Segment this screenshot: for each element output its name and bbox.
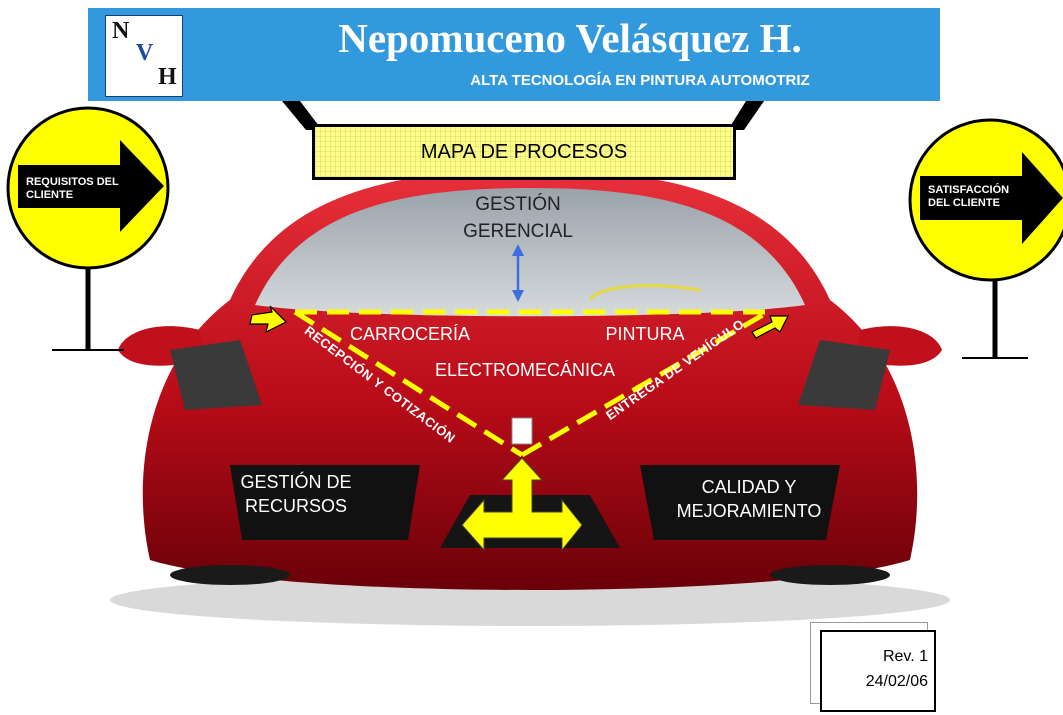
banner-stand-right xyxy=(728,101,764,130)
resource-distribution-arrow xyxy=(461,457,583,552)
intake-right xyxy=(640,465,840,540)
wheel-right xyxy=(770,565,890,585)
flow-right-line xyxy=(520,309,770,458)
output-sign-label: SATISFACCIÓN DEL CLIENTE xyxy=(928,184,1010,209)
process-electromecanica: ELECTROMECÁNICA xyxy=(434,360,616,380)
banner-stand-left xyxy=(282,101,322,130)
company-tagline: ALTA TECNOLOGÍA EN PINTURA AUTOMOTRIZ xyxy=(470,72,810,89)
car-shadow xyxy=(110,574,950,626)
revision-box xyxy=(820,630,936,712)
resources-label: GESTIÓN DE RECURSOS xyxy=(240,472,352,517)
management-arrow-down xyxy=(512,290,524,302)
logo-letter-n: N xyxy=(112,18,130,44)
steering-wheel xyxy=(588,284,701,302)
process-carroceria: CARROCERÍA xyxy=(349,324,470,344)
company-logo: N V H xyxy=(105,15,183,97)
company-name: Nepomuceno Velásquez H. xyxy=(338,15,802,61)
wheel-left xyxy=(170,565,290,585)
car-badge xyxy=(511,417,533,445)
intake-left xyxy=(230,465,420,540)
sign-arrow-right xyxy=(920,152,1063,244)
arrow-into-process xyxy=(249,305,288,334)
revision-date: 24/02/06 xyxy=(865,673,928,690)
headlight-left xyxy=(170,340,262,410)
revision-number: Rev. 1 xyxy=(882,648,928,665)
process-pintura: PINTURA xyxy=(605,324,685,344)
headlight-right xyxy=(798,340,890,410)
input-sign-label: REQUISITOS DEL CLIENTE xyxy=(26,176,119,201)
quality-label: CALIDAD Y MEJORAMIENTO xyxy=(676,477,822,522)
management-arrow-up xyxy=(512,244,524,256)
diagram-title: MAPA DE PROCESOS xyxy=(312,124,736,180)
flow-left-line xyxy=(293,309,524,458)
car-windshield xyxy=(255,188,805,317)
logo-letter-v: V xyxy=(136,40,154,66)
logo-letter-h: H xyxy=(158,64,177,90)
arrow-out-of-process xyxy=(751,315,789,339)
company-banner xyxy=(88,8,940,101)
sign-arrow-left xyxy=(18,140,164,232)
management-label: GESTIÓN GERENCIAL xyxy=(463,194,573,242)
